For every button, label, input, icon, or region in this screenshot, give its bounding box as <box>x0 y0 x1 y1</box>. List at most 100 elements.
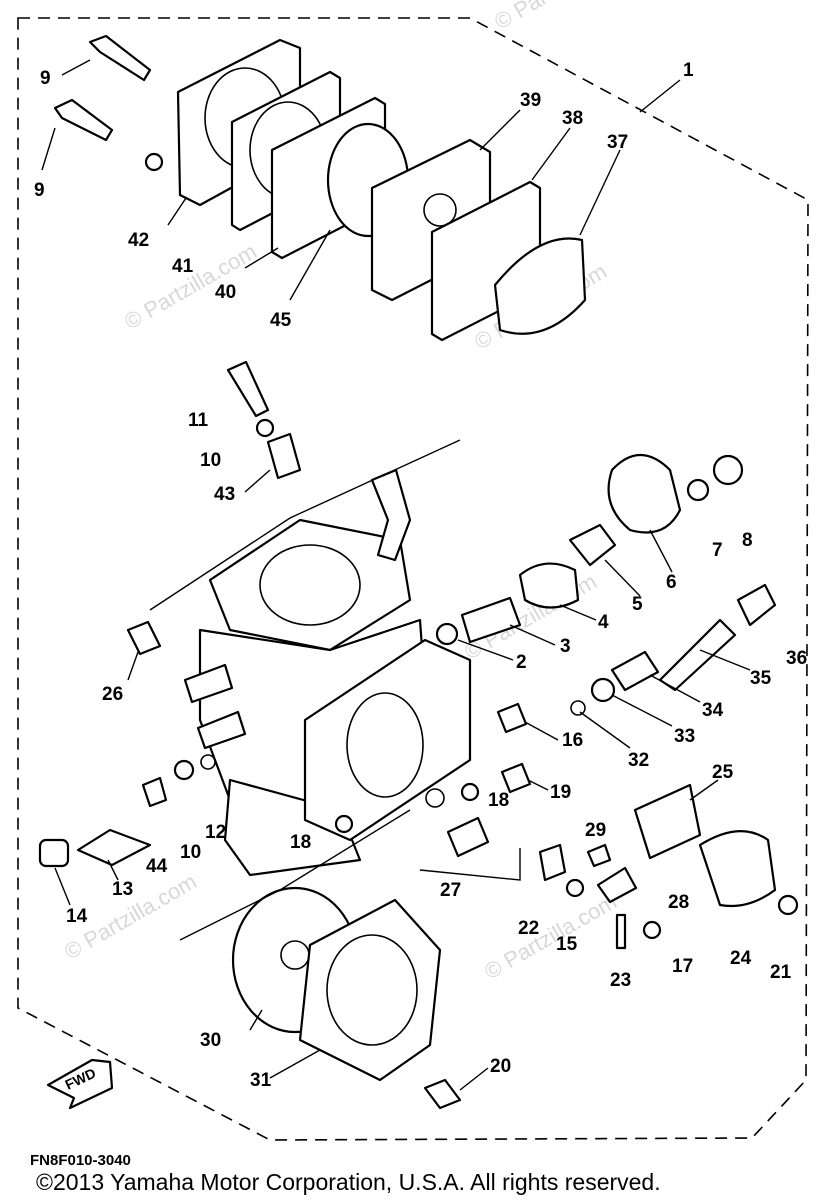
part-26-screw <box>126 620 162 656</box>
leader-14 <box>54 867 71 906</box>
leader-plate-bottom <box>179 809 411 941</box>
leader-3 <box>509 624 556 646</box>
fwd-arrow-shape <box>46 1058 114 1110</box>
callout-19: 19 <box>550 782 571 803</box>
leader-33 <box>611 694 673 727</box>
part-17-screw <box>642 920 662 940</box>
part-28-lever <box>596 866 638 904</box>
leader-5 <box>604 559 641 597</box>
leader-plate-top <box>149 439 461 611</box>
callout-35: 35 <box>750 668 772 689</box>
callout-13: 13 <box>112 879 133 900</box>
part-15-screw <box>565 878 585 898</box>
callout-36: 36 <box>786 648 807 669</box>
callout-24: 24 <box>730 948 752 969</box>
leader-37 <box>579 149 621 236</box>
throttle-bore <box>259 544 361 626</box>
leader-4 <box>559 604 597 621</box>
callout-23: 23 <box>610 970 631 991</box>
callout-9b: 9 <box>34 180 45 201</box>
part-14-cap <box>38 838 70 868</box>
part-27-jet <box>446 816 490 858</box>
leader-1 <box>639 79 681 113</box>
part-33-washer <box>590 677 616 703</box>
callout-40: 40 <box>215 282 236 303</box>
leader-25 <box>689 779 719 801</box>
carburetor-exploded-diagram: © Partzilla.com © Partzilla.com © Partzi… <box>17 0 809 1141</box>
pump-side-plate <box>303 638 472 842</box>
callout-33: 33 <box>674 726 695 747</box>
leader-40 <box>244 247 279 269</box>
callout-39: 39 <box>520 90 541 111</box>
callout-16: 16 <box>562 730 583 751</box>
part-11-screw <box>226 360 270 418</box>
leader-30 <box>249 1009 263 1031</box>
leader-43 <box>244 469 271 493</box>
callout-8: 8 <box>742 530 753 551</box>
callout-4: 4 <box>598 612 609 633</box>
part-31-opening <box>326 934 418 1046</box>
callout-15: 15 <box>556 934 578 955</box>
carburetor-body <box>183 468 472 877</box>
part-6-throttle-cam <box>607 454 682 534</box>
linkage-parts <box>334 454 799 950</box>
callout-5: 5 <box>632 594 643 615</box>
part-3-sleeve <box>460 596 522 644</box>
callout-11: 11 <box>188 410 209 431</box>
callout-27: 27 <box>440 880 461 901</box>
leader-38 <box>531 127 571 181</box>
watermark: © Partzilla.com <box>490 0 631 34</box>
part-36-clip <box>736 583 777 627</box>
leader-34 <box>649 674 701 703</box>
leader-6 <box>649 529 673 573</box>
leader-35 <box>699 649 751 671</box>
callout-12: 12 <box>205 822 226 843</box>
part-27-oring <box>425 788 445 808</box>
watermark: © Partzilla.com <box>120 239 261 335</box>
callout-2: 2 <box>516 652 527 673</box>
part-4-spring <box>518 562 580 609</box>
callout-9a: 9 <box>40 68 51 89</box>
part-18-screw-b <box>334 814 354 834</box>
callout-17: 17 <box>672 956 693 977</box>
leader-13 <box>107 859 119 881</box>
callout-26: 26 <box>102 684 123 705</box>
callout-22: 22 <box>518 918 539 939</box>
part-9-nut <box>144 152 164 172</box>
part-22-bracket <box>538 843 567 882</box>
part-7-washer <box>686 478 710 502</box>
callout-29: 29 <box>585 820 606 841</box>
callout-38: 38 <box>562 108 583 129</box>
part-31-cover-plate <box>298 898 442 1082</box>
part-43-spring <box>266 432 302 480</box>
callout-20: 20 <box>490 1056 511 1077</box>
part-39-port <box>423 193 457 227</box>
part-32-oring <box>570 700 586 716</box>
leader-27 <box>419 848 521 881</box>
callout-34: 34 <box>702 700 724 721</box>
leader-45 <box>289 229 331 301</box>
callout-10b: 10 <box>180 842 201 863</box>
leader-2 <box>457 639 514 661</box>
leader-32 <box>579 711 631 749</box>
leader-lines <box>41 59 751 1091</box>
callout-18b: 18 <box>290 832 311 853</box>
diagram-code: FN8F010-3040 <box>30 1152 131 1169</box>
part-35-needle <box>658 618 737 692</box>
callout-44: 44 <box>146 856 168 877</box>
part-29-spring <box>586 843 612 868</box>
part-10-washer <box>255 418 275 438</box>
fitting-lower <box>196 710 247 750</box>
callout-1: 1 <box>683 60 694 81</box>
pump-side-recess <box>346 692 424 798</box>
part-34-spring <box>610 650 660 692</box>
part-8-nut <box>712 454 744 486</box>
leader-31 <box>269 1049 321 1079</box>
callout-43: 43 <box>214 484 235 505</box>
callout-31: 31 <box>250 1070 272 1091</box>
leader-9a <box>61 59 91 76</box>
callout-32: 32 <box>628 750 649 771</box>
part-25-plate <box>633 783 702 860</box>
leader-9b <box>41 127 56 171</box>
callout-42: 42 <box>128 230 149 251</box>
